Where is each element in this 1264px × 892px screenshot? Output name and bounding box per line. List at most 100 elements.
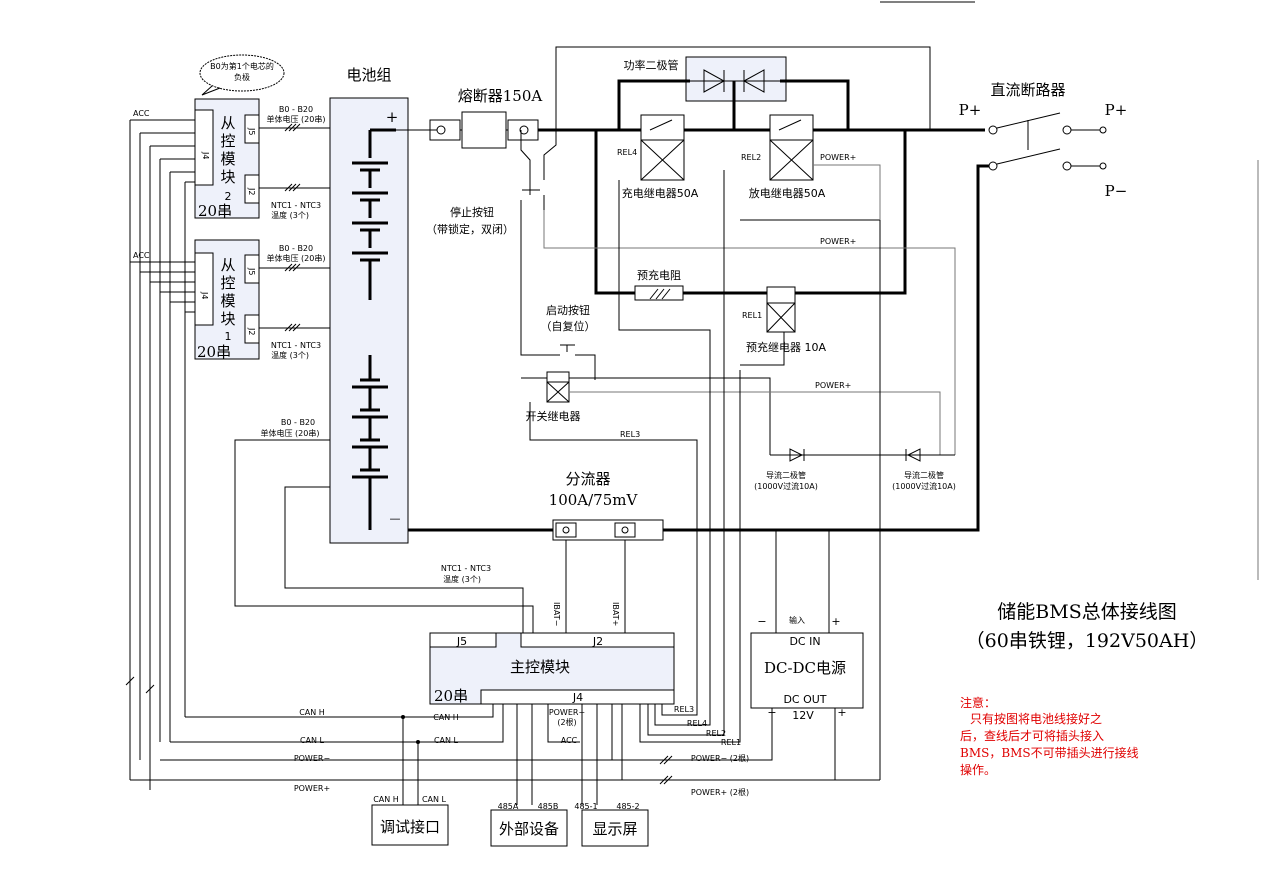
debug-can-l: CAN L	[422, 795, 447, 804]
dcdc-label: DC-DC电源	[764, 659, 846, 677]
debug-port-label: 调试接口	[380, 818, 440, 836]
battery-minus: —	[390, 512, 401, 525]
j4-power-minus-2: POWER− (2根)	[691, 753, 749, 763]
main-cellv-1: B0 - B20	[281, 418, 315, 427]
rel4-label: REL4	[617, 148, 637, 157]
can-l-left: CAN L	[300, 736, 325, 745]
main-module-label: 主控模块	[510, 658, 570, 676]
p485a-label: 485A	[498, 802, 519, 811]
j4-power-plus-2b: POWER+ (2根)	[691, 787, 749, 797]
can-l-right: CAN L	[434, 736, 459, 745]
diode1-line-1: 导流二极管	[766, 470, 806, 480]
slave1-cellv-2: 单体电压 (20串)	[267, 253, 326, 263]
slave2-j2: J2	[247, 187, 256, 195]
ibat-minus: IBAT−	[552, 602, 561, 626]
slave-module-2: J4 J5 J2 从 控 模 块 2 20串	[194, 98, 260, 220]
j4-power-plus-1: POWER+	[549, 708, 585, 717]
p-plus-right: P+	[1105, 101, 1128, 119]
note-line-2: 后，查线后才可将插头接入	[960, 728, 1104, 743]
acc-label-mid: ACC	[133, 251, 150, 260]
bottom-connectors: 调试接口 CAN H CAN L 外部设备 485A 485B 显示屏 485-…	[371, 795, 649, 847]
dc-breaker-label: 直流断路器	[990, 81, 1065, 99]
relay-wiring	[618, 164, 881, 780]
main-ntc-1: NTC1 - NTC3	[441, 564, 491, 573]
diode2-line-1: 导流二极管	[904, 470, 944, 480]
display-label: 显示屏	[592, 820, 637, 838]
rel1-label: REL1	[742, 311, 762, 320]
main-j4: J4	[572, 691, 583, 704]
j4-power-plus-2: (2根)	[557, 717, 576, 727]
j4-rel2: REL2	[706, 729, 726, 738]
slave-module-1: J4 J5 J2 从 控 模 块 1 20串	[194, 239, 260, 361]
title-line-2: （60串铁锂，192V50AH）	[966, 630, 1209, 652]
slave2-series: 20串	[198, 202, 232, 220]
main-ntc-2: 温度 (3个)	[443, 574, 481, 584]
freewheel-diodes: 导流二极管 (1000V过流10A) 导流二极管 (1000V过流10A)	[754, 448, 956, 491]
stop-button-line-1: 停止按钮	[450, 205, 494, 219]
start-button-line-1: 启动按钮	[546, 303, 590, 317]
p-minus: P−	[1105, 182, 1128, 200]
slave2-char-3: 模	[220, 150, 235, 168]
precharge-relay-label: 预充继电器 10A	[746, 340, 826, 354]
debug-can-h: CAN H	[373, 795, 399, 804]
switch-relay-label: 开关继电器	[526, 409, 581, 423]
slave2-ntc-1: NTC1 - NTC3	[271, 201, 321, 210]
dcdc-12v: 12V	[792, 709, 814, 722]
battery-plus: +	[386, 108, 399, 126]
slave2-j5: J5	[247, 127, 256, 135]
callout-line-1: B0为第1个电芯的	[210, 61, 274, 71]
dcdc-in-minus: −	[757, 615, 766, 628]
dcdc-out-plus: +	[837, 706, 846, 719]
slave2-cellv-1: B0 - B20	[279, 105, 313, 114]
slave1-char-4: 块	[220, 310, 235, 328]
dcdc-out-minus: −	[767, 706, 776, 719]
main-j2: J2	[592, 635, 603, 648]
note-line-3: BMS，BMS不可带插头进行接线	[960, 745, 1139, 760]
callout-b0: B0为第1个电芯的 负极	[199, 54, 285, 96]
slave2-ntc-2: 温度 (3个)	[271, 210, 309, 220]
power-minus-left: POWER−	[294, 754, 330, 763]
power-diode-label: 功率二极管	[624, 58, 679, 72]
main-module-series: 20串	[434, 687, 468, 705]
slave1-char-3: 模	[220, 292, 235, 310]
slave1-j4: J4	[200, 291, 209, 299]
title-line-1: 储能BMS总体接线图	[997, 601, 1176, 623]
main-cellv-2: 单体电压 (20串)	[261, 428, 320, 438]
slave2-char-1: 从	[220, 114, 235, 132]
slave-signal-lines: B0 - B20 单体电压 (20串) NTC1 - NTC3 温度 (3个) …	[259, 105, 330, 438]
battery-pack-label: 电池组	[346, 66, 391, 84]
can-h-right: CAN H	[433, 713, 459, 722]
slave1-j5: J5	[247, 267, 256, 275]
diode2-line-2: (1000V过流10A)	[892, 481, 956, 491]
slave1-cellv-1: B0 - B20	[279, 244, 313, 253]
acc-label-top: ACC	[133, 109, 150, 118]
rel2-label: REL2	[741, 153, 761, 162]
main-signal-lines: NTC1 - NTC3 温度 (3个)	[234, 439, 534, 633]
j4-outputs: POWER+ (2根) ACC REL3 REL4 REL2 REL1 POWE…	[516, 370, 749, 805]
discharge-relay-label: 放电继电器50A	[749, 186, 826, 200]
power-plus-r2: POWER+	[820, 237, 856, 246]
slave2-char-5: 2	[225, 190, 232, 203]
j4-rel1: REL1	[721, 738, 741, 747]
charge-relay-label: 充电继电器50A	[622, 186, 699, 200]
p485b-label: 485B	[538, 802, 559, 811]
dcdc-power: DC IN DC-DC电源 DC OUT 输入 − + − 12V +	[408, 528, 978, 780]
control-circuit: 停止按钮 （带锁定，双闭） 启动按钮 （自复位） 开关继电器 REL3 POWE…	[426, 130, 956, 708]
left-bus-lines: ACC ACC CAN H CAN H CAN L CAN L POWER− P…	[125, 109, 880, 805]
can-h-left: CAN H	[299, 708, 325, 717]
slave2-j4: J4	[201, 151, 210, 159]
p4851-label: 485-1	[574, 802, 597, 811]
note-title: 注意：	[960, 695, 996, 710]
slave1-char-1: 从	[220, 256, 235, 274]
slave1-ntc-2: 温度 (3个)	[271, 350, 309, 360]
fuse-label: 熔断器150A	[458, 87, 543, 105]
shunt: 分流器 100A/75mV IBAT− IBAT+	[549, 470, 664, 633]
j4-rel3: REL3	[674, 705, 694, 714]
precharge-res-label: 预充电阻	[637, 268, 681, 282]
dcdc-input: 输入	[789, 615, 805, 625]
slave1-ntc-1: NTC1 - NTC3	[271, 341, 321, 350]
slave2-char-2: 控	[220, 132, 235, 150]
start-button-line-2: （自复位）	[541, 319, 596, 333]
